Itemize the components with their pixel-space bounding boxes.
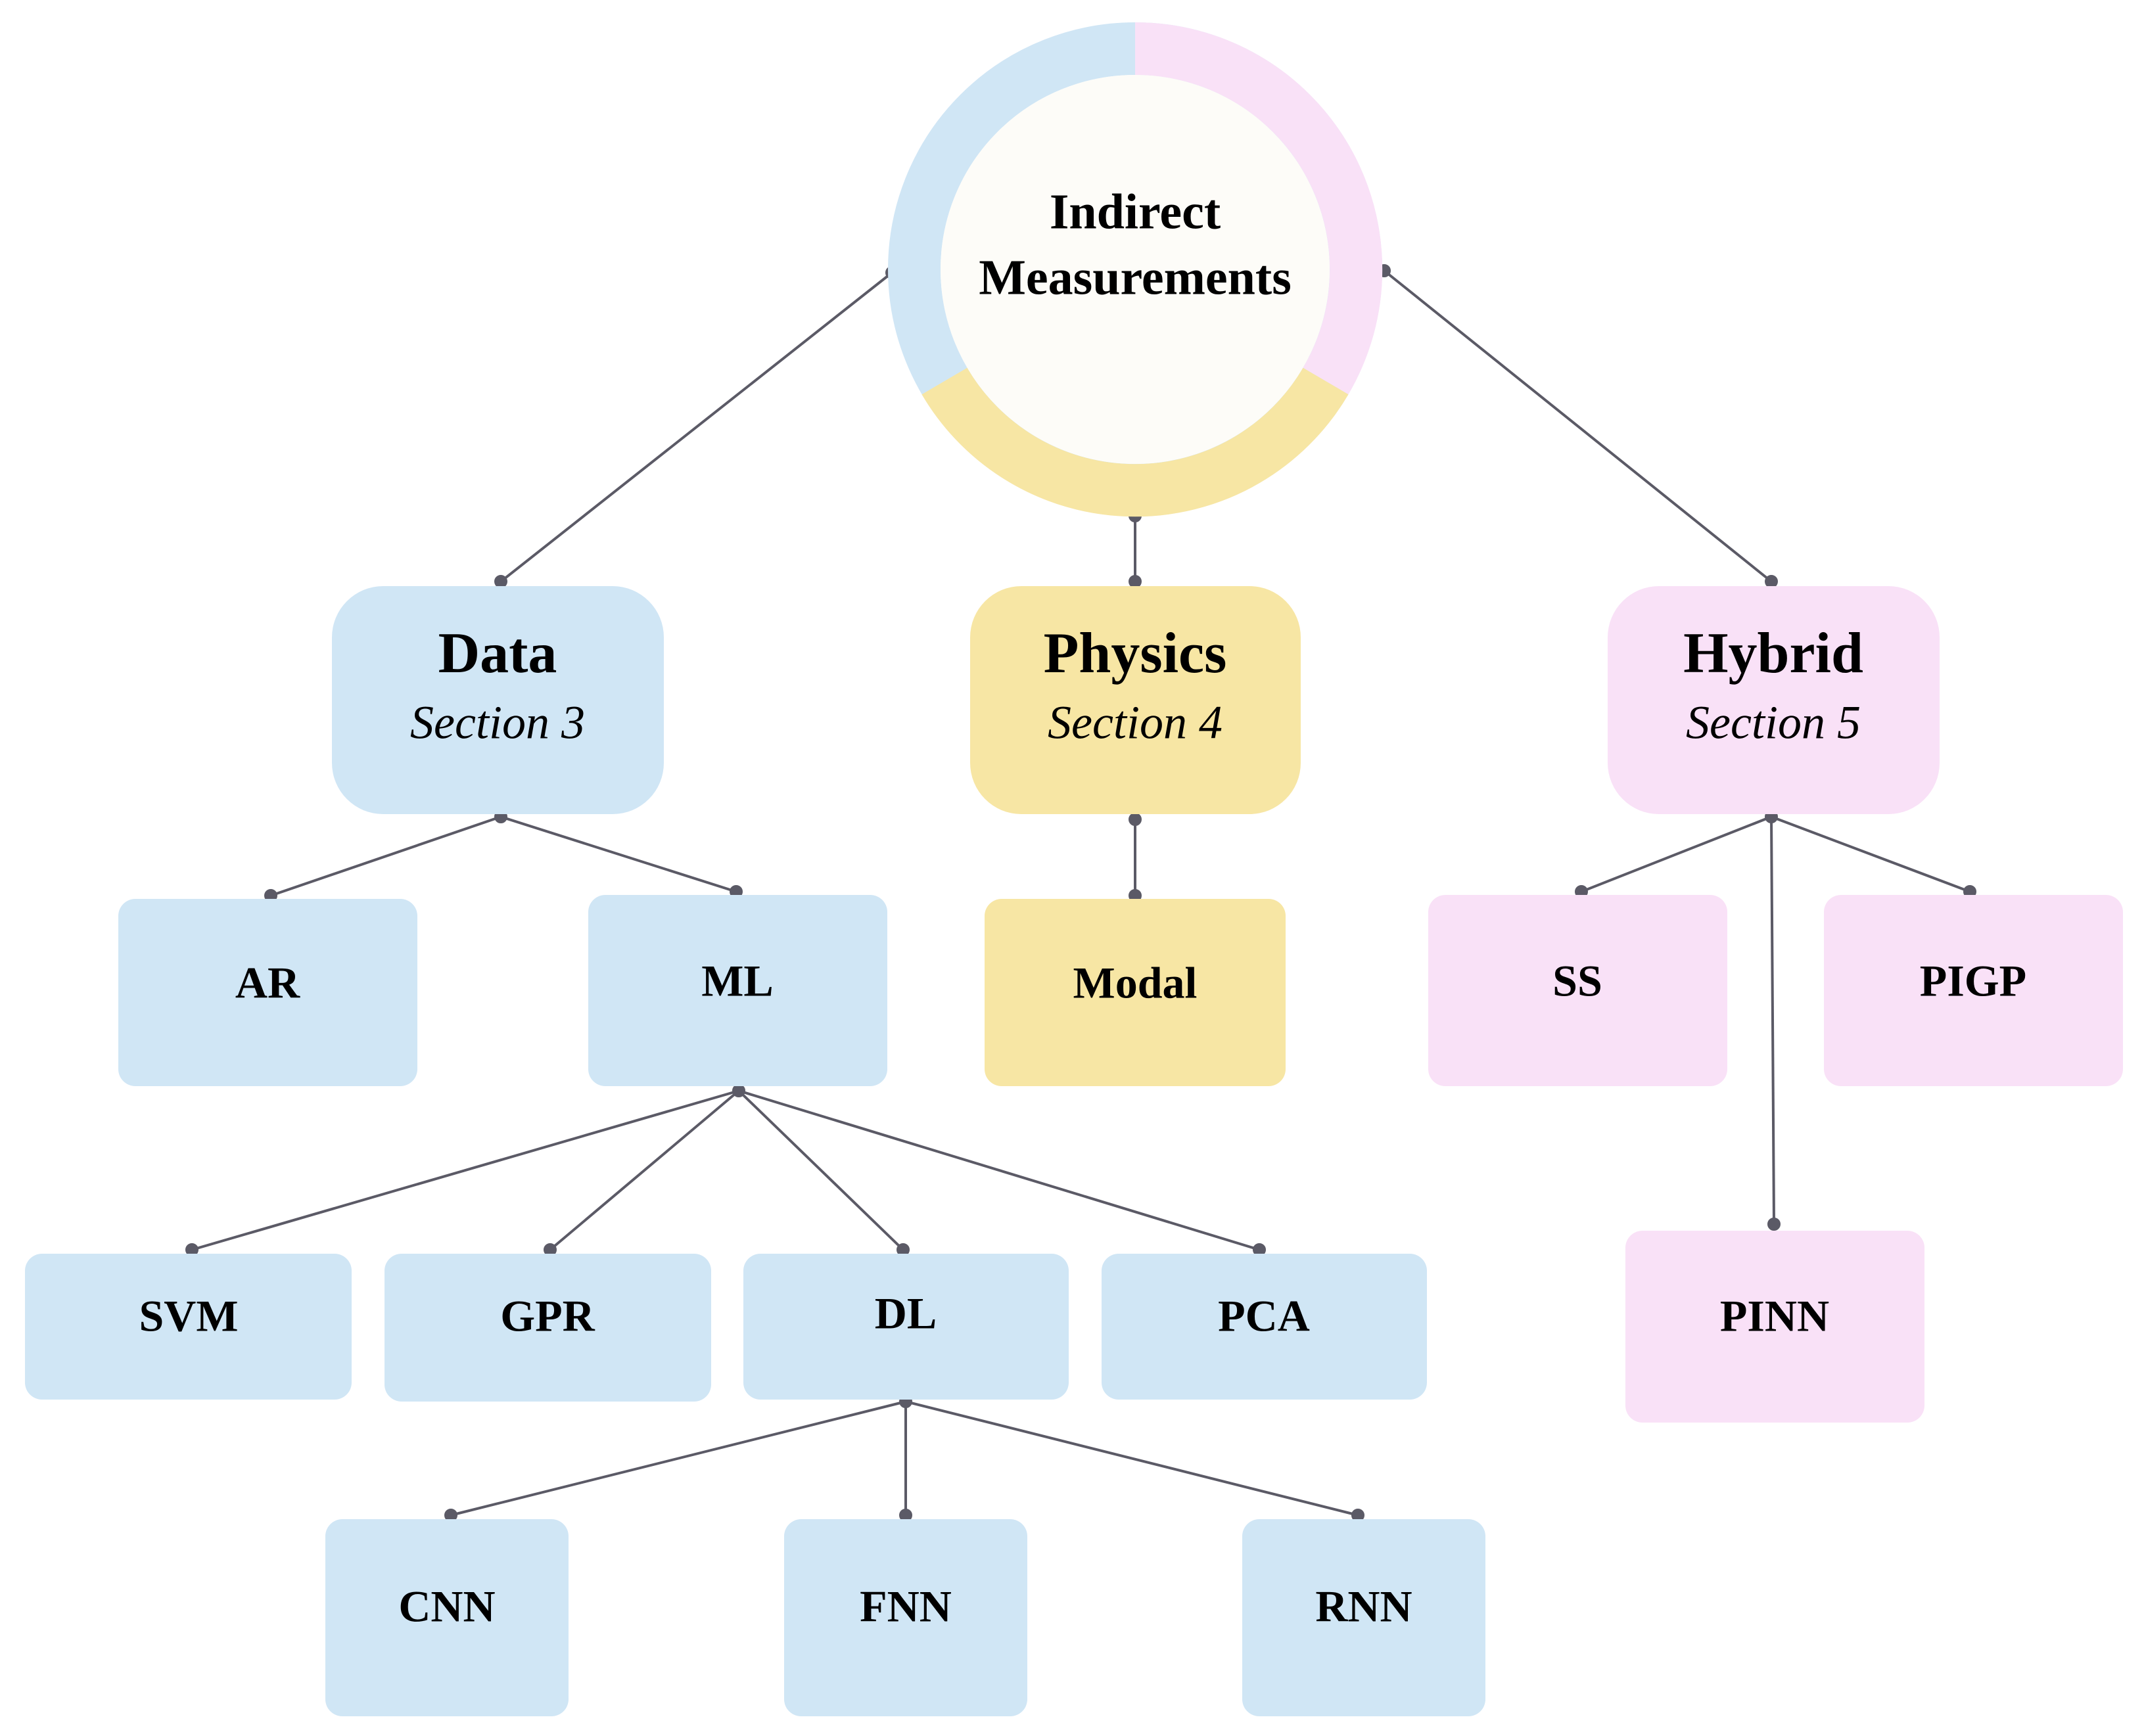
category-hybrid: Hybrid Section 5 [1608,586,1940,814]
method-ss: SS [1428,895,1727,1086]
edge-hybrid-pigp [1771,815,1970,893]
edge-hybrid-pinn [1770,816,1775,1225]
category-data-title: Data [438,622,557,685]
ring-hybrid-segment [1134,22,1383,395]
method-dl: DL [743,1254,1069,1400]
edge-data-ar [270,815,501,897]
method-gpr-label: GPR [500,1291,595,1341]
ring-physics-segment [921,367,1349,517]
connectors [185,264,1976,1522]
root-title-line2: Measurements [979,250,1292,305]
method-pinn: PINN [1625,1231,1924,1423]
edge-root-data [500,271,893,583]
edge-ml-svm [191,1089,739,1251]
method-fnn-label: FNN [860,1582,952,1632]
method-ss-label: SS [1552,956,1602,1006]
method-cnn-label: CNN [398,1582,495,1632]
method-dl-label: DL [875,1289,937,1338]
method-pinn-label: PINN [1720,1291,1829,1341]
root-title-line1: Indirect [1050,184,1221,239]
category-physics-title: Physics [1044,622,1227,685]
method-svm-label: SVM [139,1291,238,1341]
category-data: Data Section 3 [332,586,664,814]
edge-ml-gpr [549,1089,740,1251]
method-rnn-label: RNN [1315,1582,1412,1632]
edge-ml-pca [738,1089,1260,1251]
category-hybrid-subtitle: Section 5 [1686,697,1861,749]
edge-hybrid-ss [1581,815,1772,893]
method-ar-label: AR [235,958,300,1008]
method-pigp-label: PIGP [1920,956,2026,1006]
edge-data-ml [500,815,737,893]
method-modal: Modal [985,899,1286,1086]
method-ml: ML [588,895,887,1086]
method-rnn: RNN [1242,1519,1485,1716]
category-hybrid-title: Hybrid [1683,622,1863,685]
edge-dl-cnn [450,1400,906,1517]
category-data-subtitle: Section 3 [410,697,585,749]
method-modal-label: Modal [1073,958,1198,1008]
method-pca-label: PCA [1218,1291,1310,1341]
category-physics: Physics Section 4 [970,586,1301,814]
edge-root-hybrid [1383,269,1773,583]
root-node: Indirect Measurements [888,22,1383,517]
edge-ml-dl [737,1089,904,1251]
method-fnn: FNN [784,1519,1027,1716]
method-svm: SVM [25,1254,352,1400]
category-physics-subtitle: Section 4 [1048,697,1223,749]
method-pigp: PIGP [1824,895,2123,1086]
method-gpr: GPR [385,1254,711,1402]
method-ar: AR [118,899,417,1086]
method-cnn: CNN [325,1519,569,1716]
edge-dl-rnn [905,1400,1359,1517]
method-pca: PCA [1102,1254,1427,1400]
root-core [941,75,1330,464]
method-ml-label: ML [701,956,774,1006]
